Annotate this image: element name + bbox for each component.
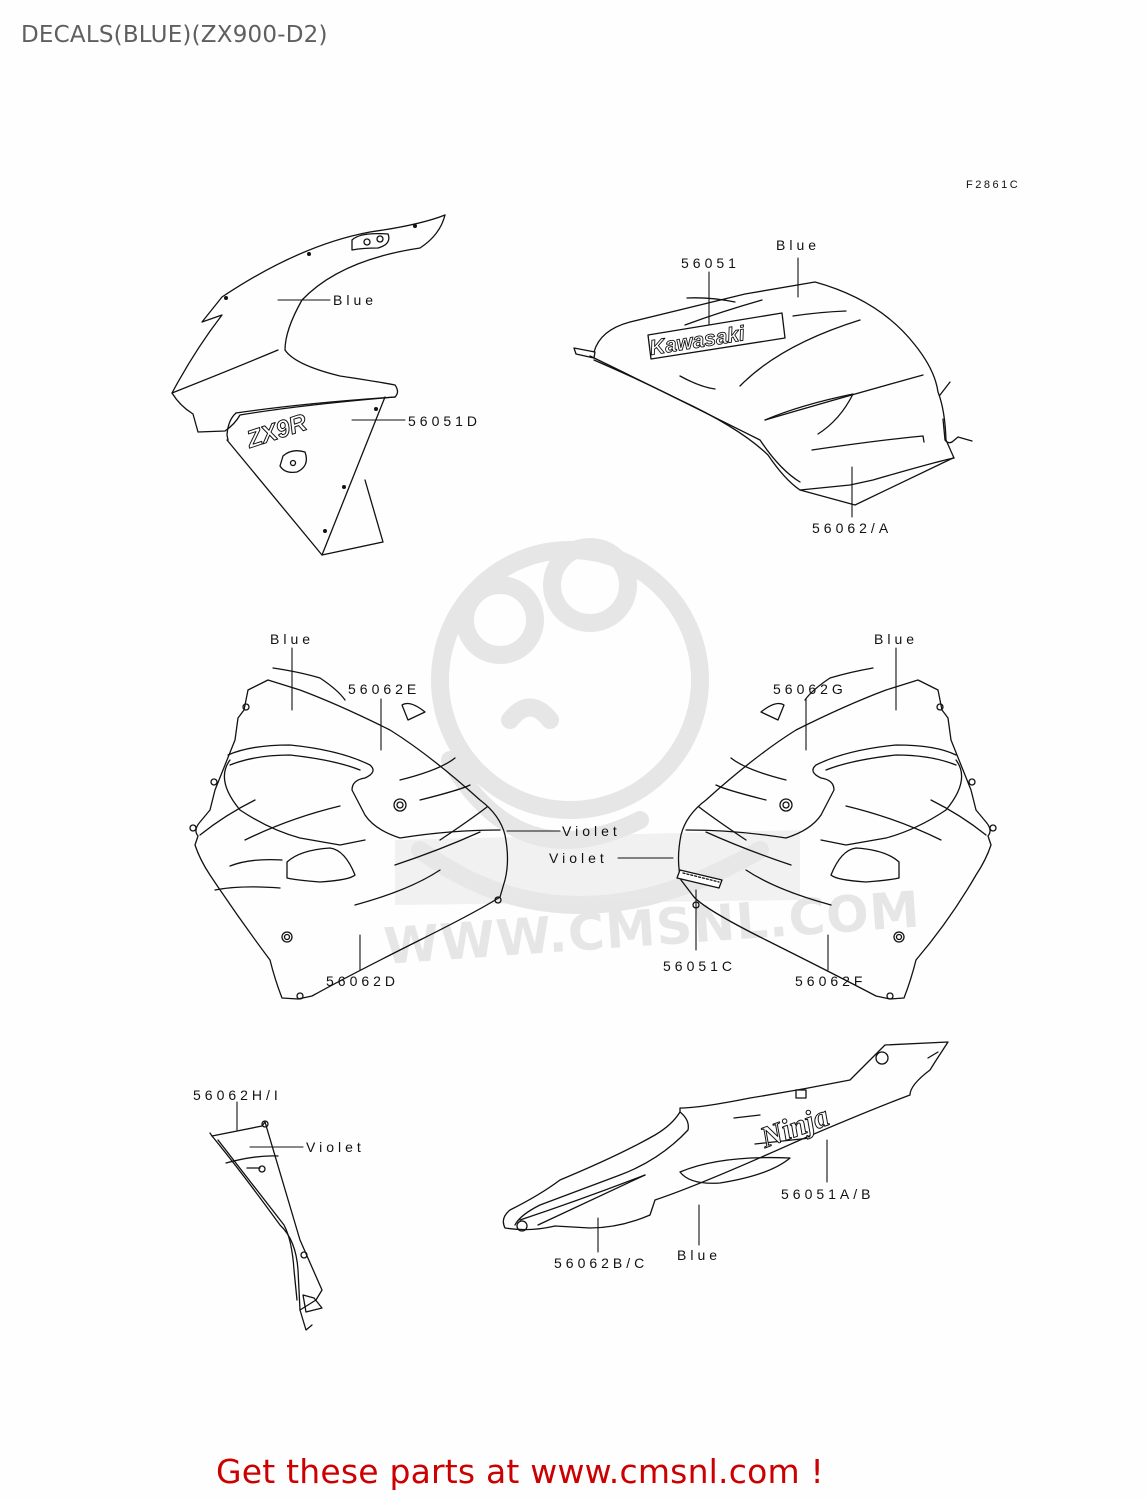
part-number-56051A-B[interactable]: 56051A/B: [781, 1186, 875, 1202]
part-number-56062E[interactable]: 56062E: [348, 681, 421, 697]
right-fairing-color-label-violet: Violet: [549, 850, 608, 866]
part-number-56051[interactable]: 56051: [681, 255, 740, 271]
left-fairing-color-label-violet: Violet: [562, 823, 621, 839]
part-number-56062G[interactable]: 56062G: [773, 681, 847, 697]
zx9r-logo: ZX9R: [243, 409, 311, 454]
inner-panel-color-label-violet: Violet: [306, 1139, 365, 1155]
part-number-56062B-C[interactable]: 56062B/C: [554, 1255, 649, 1271]
part-number-56062H-I[interactable]: 56062H/I: [193, 1087, 282, 1103]
left-side-fairing-drawing: [189, 667, 509, 1000]
page-title: DECALS(BLUE)(ZX900-D2): [21, 22, 328, 48]
left-fairing-color-label-blue: Blue: [270, 631, 315, 647]
ninja-logo: Ninja: [755, 1100, 833, 1155]
right-side-fairing-drawing: [676, 667, 997, 1000]
tail-cowl-color-label-blue: Blue: [677, 1247, 722, 1263]
get-parts-link[interactable]: Get these parts at www.cmsnl.com !: [216, 1452, 824, 1491]
fuel-tank-color-label: Blue: [776, 237, 821, 253]
upper-fairing-color-label: Blue: [333, 292, 378, 308]
part-number-56062D[interactable]: 56062D: [326, 973, 400, 989]
right-fairing-color-label-blue: Blue: [874, 631, 919, 647]
part-number-56051D[interactable]: 56051D: [408, 413, 482, 429]
fuel-tank-drawing: [573, 281, 973, 506]
inner-panel-drawing: [209, 1120, 323, 1331]
leader-lines: [236, 257, 897, 1253]
upper-fairing-drawing: [171, 214, 446, 556]
part-number-56062A[interactable]: 56062/A: [812, 520, 893, 536]
part-number-56062F[interactable]: 56062F: [795, 973, 867, 989]
part-number-56051C[interactable]: 56051C: [663, 958, 737, 974]
tail-cowl-drawing: Ninja: [502, 1041, 949, 1232]
kawasaki-logo: Kawasaki: [647, 312, 786, 360]
figure-code: F2861C: [966, 179, 1021, 191]
